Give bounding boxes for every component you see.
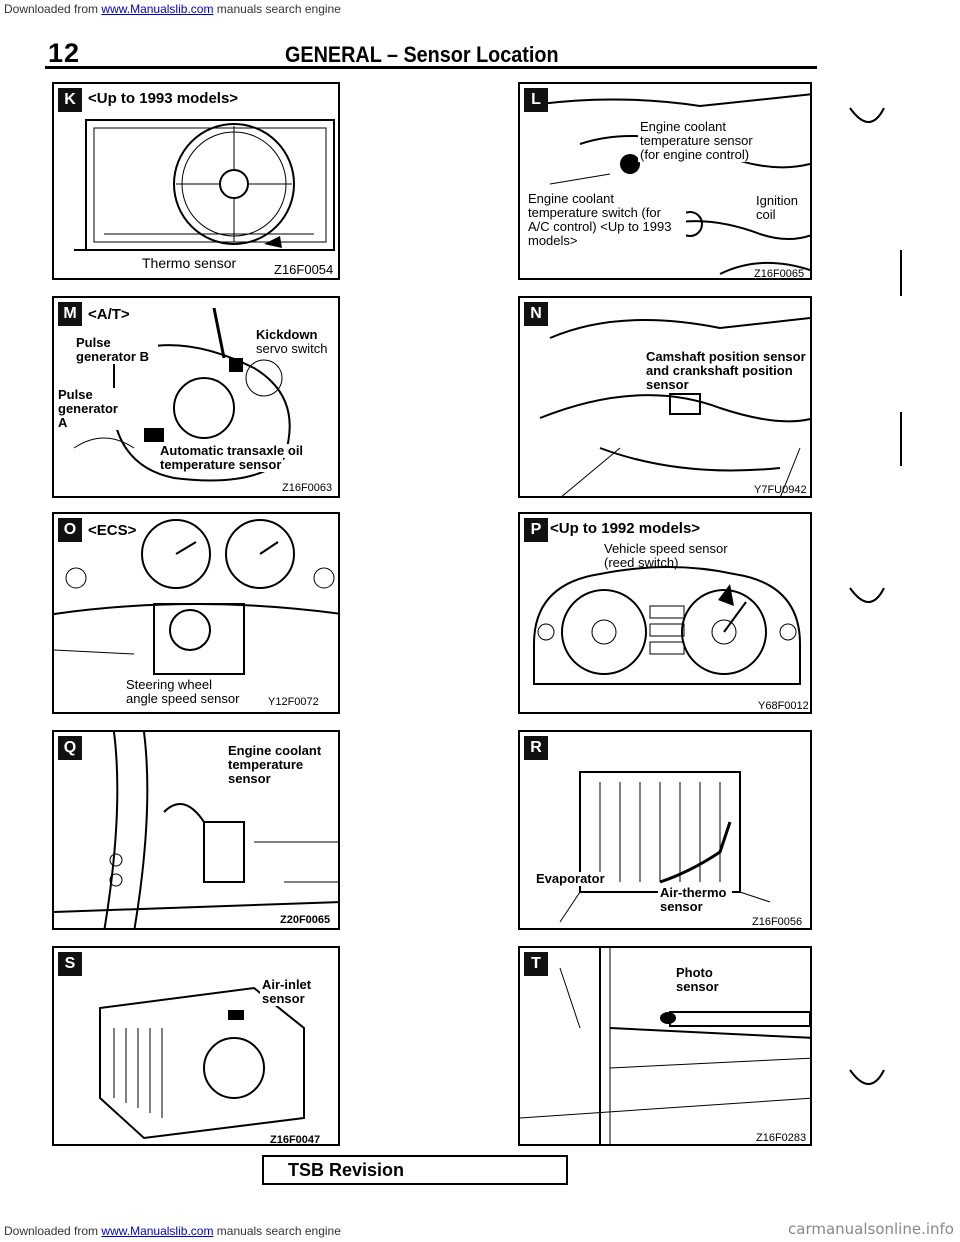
panel-badge: Q xyxy=(58,736,82,760)
panel-badge: R xyxy=(524,736,548,760)
panel-o: O <ECS> Steering wheel angle speed senso… xyxy=(52,512,340,714)
instrument-cluster-illustration xyxy=(533,566,801,685)
ect-sensor-label: Engine coolant temperature sensor xyxy=(226,744,330,786)
binder-mark-2 xyxy=(849,587,885,603)
panel-heading: <Up to 1992 models> xyxy=(550,520,701,537)
margin-line-1 xyxy=(900,250,902,296)
steering-sensor-label-1: Steering wheel xyxy=(126,677,212,692)
download-notice-top: Downloaded from www.Manualslib.com manua… xyxy=(4,2,341,16)
engine-coolant-illustration xyxy=(54,732,338,928)
panel-heading: <Up to 1993 models> xyxy=(88,90,239,107)
panel-l: L Engine coolant temperature sensor (for… xyxy=(518,82,812,280)
binder-mark-3 xyxy=(849,1069,885,1085)
panel-heading: <A/T> xyxy=(88,306,130,323)
panel-m: M <A/T> Kickdown servo switch Pulse gene… xyxy=(52,296,340,498)
figure-code: Z16F0047 xyxy=(270,1134,321,1146)
air-inlet-sensor-label: Air-inlet sensor xyxy=(260,978,324,1006)
watermark: carmanualsonline.info xyxy=(788,1220,954,1238)
manualslib-link[interactable]: www.Manualslib.com xyxy=(101,1224,214,1238)
atf-temp-label-2: temperature sensor xyxy=(158,457,284,472)
panel-r: R Evaporator Air-thermo sensor Z16F0056 xyxy=(518,730,812,930)
download-prefix: Downloaded from xyxy=(4,1224,99,1238)
panel-badge: T xyxy=(524,952,548,976)
figure-code: Z16F0065 xyxy=(754,268,805,280)
air-thermo-sensor-label: Air-thermo sensor xyxy=(658,886,732,914)
page-title: GENERAL – Sensor Location xyxy=(285,42,559,67)
panel-badge: S xyxy=(58,952,82,976)
engine-bay-illustration xyxy=(539,93,810,275)
pulse-generator-a-label: Pulse generator A xyxy=(56,388,120,430)
figure-code: Z16F0063 xyxy=(282,482,333,494)
servo-switch-label: servo switch xyxy=(256,341,328,356)
panel-badge: O xyxy=(58,518,82,542)
steering-column-illustration xyxy=(54,519,338,675)
vss-label-2: (reed switch) xyxy=(604,555,679,570)
engine-front-illustration xyxy=(539,317,810,496)
panel-q: Q Engine coolant temperature sensor Z20F… xyxy=(52,730,340,930)
panel-heading: <ECS> xyxy=(88,522,137,539)
margin-line-2 xyxy=(900,412,902,466)
download-suffix: manuals search engine xyxy=(216,1224,341,1238)
figure-code: Z16F0056 xyxy=(752,916,803,928)
page-number: 12 xyxy=(48,38,81,68)
pulse-generator-b-label: Pulse generator B xyxy=(74,336,158,364)
download-prefix: Downloaded from xyxy=(4,2,99,16)
header-rule xyxy=(45,66,817,69)
figure-code: Z20F0065 xyxy=(280,914,331,926)
panel-badge: N xyxy=(524,302,548,326)
panel-badge: L xyxy=(524,88,548,112)
figure-code: Z16F0283 xyxy=(756,1132,807,1144)
binder-mark-1 xyxy=(849,107,885,123)
kickdown-label: Kickdown xyxy=(256,327,318,342)
tsb-revision-box: TSB Revision xyxy=(262,1155,568,1185)
download-notice-bottom: Downloaded from www.Manualslib.com manua… xyxy=(4,1224,341,1238)
ect-switch-label: Engine coolant temperature switch (for A… xyxy=(526,192,686,248)
panel-s: S Air-inlet sensor Z16F0047 xyxy=(52,946,340,1146)
steering-sensor-label-2: angle speed sensor xyxy=(126,691,240,706)
atf-temp-label-1: Automatic transaxle oil xyxy=(158,443,306,458)
blower-unit-illustration xyxy=(99,986,305,1140)
manualslib-link[interactable]: www.Manualslib.com xyxy=(101,2,214,16)
evaporator-label: Evaporator xyxy=(534,871,607,886)
figure-code: Z16F0054 xyxy=(274,262,334,277)
dashboard-top-illustration xyxy=(520,948,810,1144)
vss-label-1: Vehicle speed sensor xyxy=(604,541,728,556)
panel-p: P <Up to 1992 models> Vehicle speed sens… xyxy=(518,512,812,714)
panel-n: N Camshaft position sensor and crankshaf… xyxy=(518,296,812,498)
panel-t: T Photo sensor Z16F0283 xyxy=(518,946,812,1146)
panel-badge: M xyxy=(58,302,82,326)
radiator-fan-illustration xyxy=(74,119,335,251)
panel-badge: K xyxy=(58,88,82,112)
cam-crank-sensor-label: Camshaft position sensor and crankshaft … xyxy=(644,350,808,392)
ignition-coil-label: Ignition coil xyxy=(754,194,800,222)
photo-sensor-label: Photo sensor xyxy=(674,966,722,994)
thermo-sensor-label: Thermo sensor xyxy=(142,255,237,271)
figure-code: Y68F0012 xyxy=(758,700,809,712)
figure-code: Y7FU0942 xyxy=(754,484,807,496)
download-suffix: manuals search engine xyxy=(216,2,341,16)
figure-code: Y12F0072 xyxy=(268,696,319,708)
panel-k: K <Up to 1993 models> Thermo sensor Z16F… xyxy=(52,82,340,280)
panel-badge: P xyxy=(524,518,548,542)
ect-sensor-label: Engine coolant temperature sensor (for e… xyxy=(638,120,774,162)
